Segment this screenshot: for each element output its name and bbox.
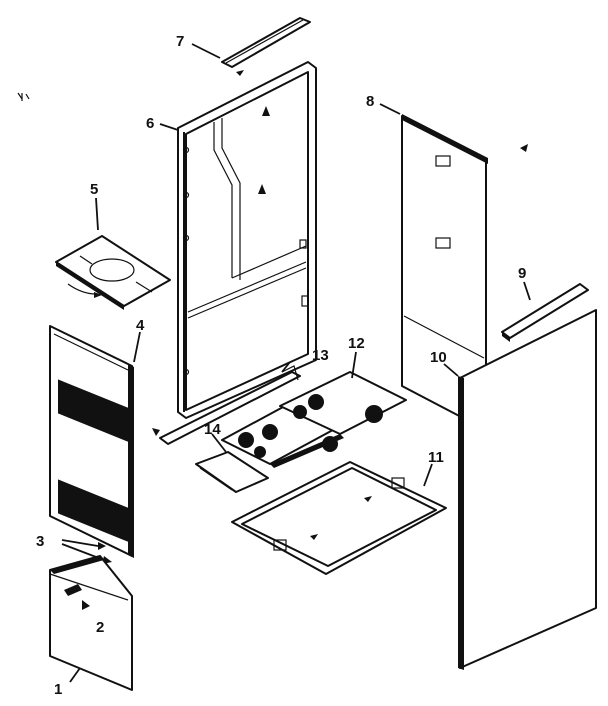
callout-8: 8 bbox=[366, 93, 375, 110]
callout-1: 1 bbox=[54, 681, 63, 698]
part-12-burner-plate bbox=[221, 371, 407, 468]
part-5-top-plate bbox=[55, 235, 171, 310]
callout-12: 12 bbox=[348, 335, 365, 352]
callout-10: 10 bbox=[430, 349, 447, 366]
part-10-side-panel bbox=[458, 309, 597, 670]
callout-11: 11 bbox=[428, 449, 444, 466]
part-6-back-frame bbox=[177, 61, 317, 419]
part-7-top-strip bbox=[221, 17, 311, 76]
callout-6: 6 bbox=[146, 115, 155, 132]
part-8-side-panel bbox=[401, 114, 528, 431]
callout-3: 3 bbox=[36, 533, 45, 550]
part-9-side-rail bbox=[501, 283, 589, 342]
callout-7: 7 bbox=[176, 33, 185, 50]
callout-5: 5 bbox=[90, 181, 99, 198]
callout-2: 2 bbox=[96, 619, 105, 636]
part-13-bottom-rail bbox=[152, 365, 301, 445]
callout-13: 13 bbox=[312, 347, 329, 364]
part-2-handle bbox=[64, 584, 90, 610]
leader-lines bbox=[69, 43, 531, 683]
part-4-upper-front-panel bbox=[49, 325, 134, 558]
stray-mark bbox=[17, 92, 30, 101]
callout-14: 14 bbox=[204, 421, 221, 438]
part-14-filter-plate bbox=[195, 451, 269, 493]
part-1-lower-door bbox=[49, 555, 133, 691]
part-11-base-tray bbox=[231, 461, 447, 575]
callout-9: 9 bbox=[518, 265, 527, 282]
callout-4: 4 bbox=[136, 317, 145, 334]
